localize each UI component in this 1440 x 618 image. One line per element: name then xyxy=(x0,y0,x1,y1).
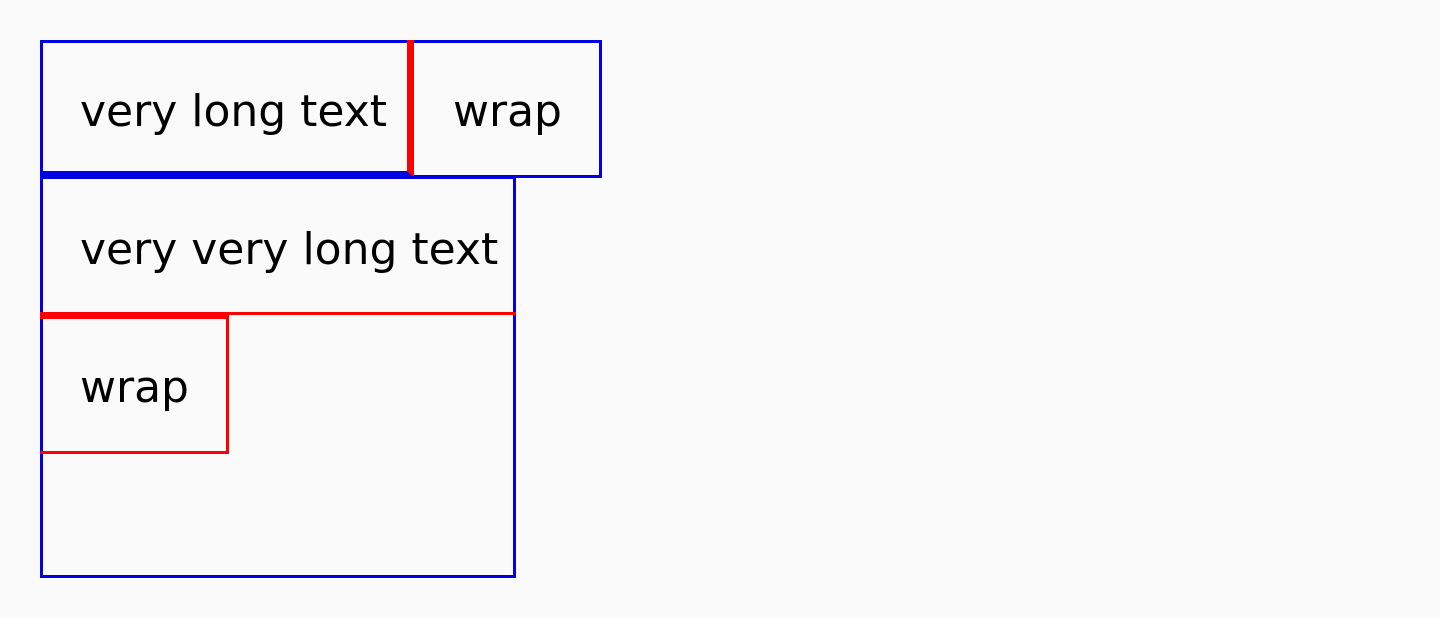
top-right-text: wrap xyxy=(453,86,562,137)
middle-text: very very long text xyxy=(80,224,499,275)
divider-line xyxy=(40,312,516,315)
bottom-cell xyxy=(40,312,229,454)
top-left-text: very long text xyxy=(80,86,388,137)
bottom-container xyxy=(40,176,516,578)
bottom-text: wrap xyxy=(80,362,189,413)
top-left-cell xyxy=(40,40,414,178)
